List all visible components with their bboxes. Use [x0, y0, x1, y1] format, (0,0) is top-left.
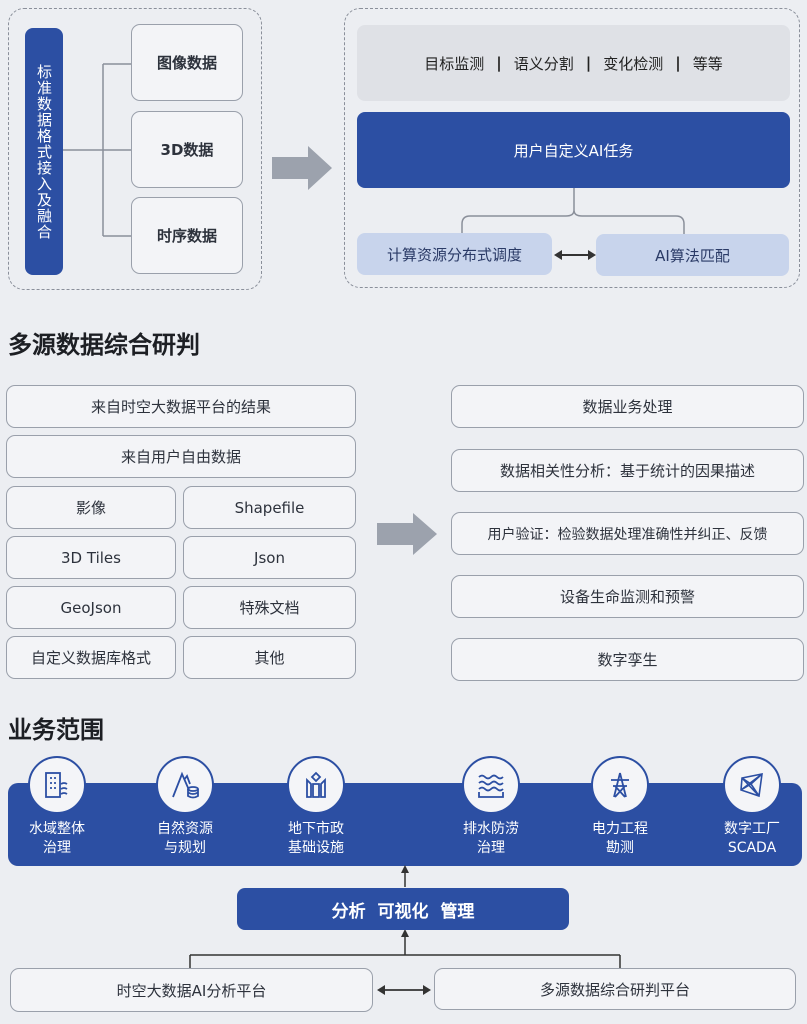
scope-item-power: 电力工程勘测 — [565, 820, 675, 858]
scope-item-line2: 勘测 — [606, 840, 634, 856]
input-geojson: GeoJson — [6, 586, 176, 629]
input-json: Json — [183, 536, 356, 579]
custom-ai-task: 用户自定义AI任务 — [357, 112, 790, 188]
ingest-connectors — [63, 63, 131, 237]
input-3dtiles: 3D Tiles — [6, 536, 176, 579]
task-detection: 目标监测 — [424, 54, 485, 73]
input-imagery: 影像 — [6, 486, 176, 529]
output-business-processing: 数据业务处理 — [451, 385, 804, 428]
network-mesh-icon — [723, 756, 781, 814]
task-etc: 等等 — [692, 54, 723, 73]
analysis-visualization-management: 分析 可视化 管理 — [237, 888, 569, 930]
task-segmentation: 语义分割 — [513, 54, 574, 73]
scope-title: 业务范围 — [8, 716, 104, 744]
ingest-bar-label: 标准数据格式接入及融合 — [35, 63, 53, 240]
input-custom-db: 自定义数据库格式 — [6, 636, 176, 679]
ingest-bar: 标准数据格式接入及融合 — [25, 28, 63, 275]
scope-item-line2: 治理 — [43, 840, 71, 856]
compute-scheduling: 计算资源分布式调度 — [357, 233, 552, 275]
input-user-data: 来自用户自由数据 — [6, 435, 356, 478]
arrow-right-icon — [377, 513, 437, 555]
scope-item-line1: 自然资源 — [157, 821, 213, 837]
platform-ai-analysis: 时空大数据AI分析平台 — [10, 968, 373, 1012]
scope-item-water: 水域整体治理 — [2, 820, 112, 858]
output-digital-twin: 数字孪生 — [451, 638, 804, 681]
scope-band — [8, 783, 802, 866]
arrow-right-icon — [272, 146, 332, 190]
fusion-title: 多源数据综合研判 — [8, 331, 200, 359]
output-lifecycle-monitoring: 设备生命监测和预警 — [451, 575, 804, 618]
ai-connectors — [461, 188, 685, 234]
input-other: 其他 — [183, 636, 356, 679]
mountain-database-icon — [156, 756, 214, 814]
waves-icon — [462, 756, 520, 814]
ai-panel — [344, 8, 800, 288]
scope-item-factory: 数字工厂 SCADA — [697, 820, 807, 858]
source-image-data: 图像数据 — [131, 24, 243, 101]
input-special-docs: 特殊文档 — [183, 586, 356, 629]
scope-item-line2: 基础设施 — [288, 840, 344, 856]
scope-item-line2: SCADA — [727, 840, 777, 856]
ai-task-list: 目标监测| 语义分割| 变化检测| 等等 — [357, 25, 790, 101]
scope-item-line1: 数字工厂 — [724, 821, 780, 837]
building-water-icon — [28, 756, 86, 814]
scope-item-line1: 水域整体 — [29, 821, 85, 837]
scope-item-line2: 治理 — [477, 840, 505, 856]
platform-multisource-fusion: 多源数据综合研判平台 — [434, 968, 796, 1010]
scope-item-line1: 地下市政 — [288, 821, 344, 837]
power-tower-icon — [591, 756, 649, 814]
scope-item-natural-resources: 自然资源与规划 — [130, 820, 240, 858]
algorithm-matching: AI算法匹配 — [596, 234, 789, 276]
scope-item-drainage: 排水防涝治理 — [436, 820, 546, 858]
task-change-detection: 变化检测 — [603, 54, 664, 73]
city-towers-icon — [287, 756, 345, 814]
output-user-validation: 用户验证：检验数据处理准确性并纠正、反馈 — [451, 512, 804, 555]
source-3d-data: 3D数据 — [131, 111, 243, 188]
double-arrow-icon — [554, 250, 596, 260]
scope-item-line2: 与规划 — [164, 840, 206, 856]
source-timeseries-data: 时序数据 — [131, 197, 243, 274]
bottom-connectors — [189, 865, 621, 995]
scope-item-municipal: 地下市政基础设施 — [261, 820, 371, 858]
scope-item-line1: 排水防涝 — [463, 821, 519, 837]
scope-item-line1: 电力工程 — [592, 821, 648, 837]
output-correlation: 数据相关性分析：基于统计的因果描述 — [451, 449, 804, 492]
ingest-panel — [8, 8, 262, 290]
input-shapefile: Shapefile — [183, 486, 356, 529]
input-platform-results: 来自时空大数据平台的结果 — [6, 385, 356, 428]
